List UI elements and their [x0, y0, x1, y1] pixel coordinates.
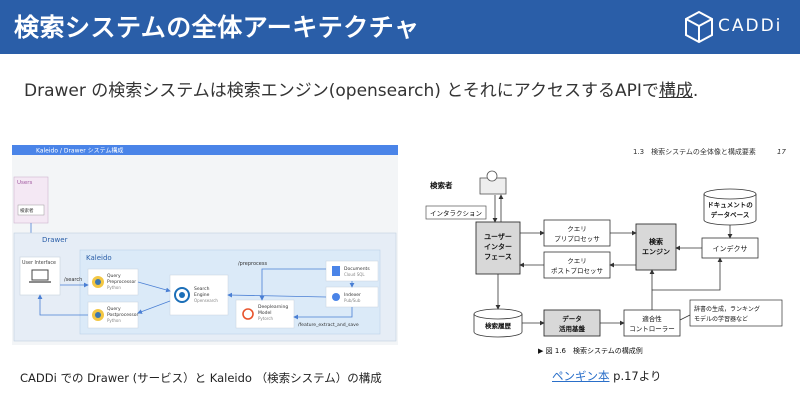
users-label: Users [17, 180, 33, 186]
svg-text:Documents: Documents [344, 266, 370, 272]
subtitle-end: . [692, 81, 699, 101]
users-box [13, 176, 49, 224]
pubsub-icon [332, 293, 340, 301]
subtitle-underlined: 構成 [658, 81, 693, 101]
user-interface-box [19, 256, 61, 296]
svg-text:Query: Query [107, 306, 121, 312]
svg-text:ユーザー: ユーザー [484, 232, 512, 241]
svg-text:ドキュメントの: ドキュメントの [707, 201, 753, 209]
indexer-label: インデクサ [713, 244, 748, 253]
svg-text:Pytorch: Pytorch [258, 316, 274, 321]
svg-text:活用基盤: 活用基盤 [559, 324, 586, 333]
source-link[interactable]: ペンギン本 [552, 369, 610, 383]
database-icon [332, 266, 340, 276]
left-banner-text: Kaleido / Drawer システム構成 [36, 147, 123, 155]
svg-text:データベース: データベース [711, 210, 750, 219]
svg-text:インター: インター [484, 242, 512, 251]
opensearch-icon [174, 287, 190, 303]
svg-text:Cloud SQL: Cloud SQL [344, 272, 365, 277]
svg-text:適合性: 適合性 [642, 314, 662, 323]
figure-caption: ▶ 図 1.6 検索システムの構成例 [538, 346, 643, 355]
svg-text:Search: Search [194, 286, 210, 292]
feature-route: /feature_extract_and_save [298, 322, 359, 328]
dict-note-box [689, 299, 783, 327]
right-diagram-svg: 1.3 検索システムの全体像と構成要素 17 検索者 インタラクション ユーザー… [425, 147, 786, 355]
history-label: 検索履歴 [485, 321, 512, 330]
subtitle-main: Drawer の検索システムは検索エンジン(opensearch) とそれにアク… [24, 81, 659, 101]
svg-text:Postprocessor: Postprocessor [107, 312, 138, 318]
book-architecture-diagram: 1.3 検索システムの全体像と構成要素 17 検索者 インタラクション ユーザー… [420, 140, 790, 365]
cube-logo-icon [685, 10, 713, 44]
svg-text:エンジン: エンジン [642, 248, 670, 256]
searcher-label: 検索者 [430, 180, 453, 190]
svg-text:Model: Model [258, 310, 272, 316]
user-tag [17, 204, 45, 216]
person-icon [486, 170, 498, 182]
svg-text:Indexer: Indexer [344, 292, 361, 298]
slide-subtitle: Drawer の検索システムは検索エンジン(opensearch) とそれにアク… [24, 76, 698, 101]
svg-text:検索: 検索 [649, 237, 663, 246]
left-diagram-svg: Kaleido / Drawer システム構成 Users 検索者 Drawer… [12, 145, 398, 342]
kaleido-label: Kaleido [86, 254, 112, 262]
svg-text:クエリ: クエリ [567, 225, 587, 233]
svg-text:モデルの学習器など: モデルの学習器など [694, 315, 748, 323]
pytorch-icon [242, 308, 254, 320]
svg-text:プリプロセッサ: プリプロセッサ [554, 235, 600, 243]
book-page-number: 17 [777, 148, 786, 156]
search-engine-box [635, 223, 677, 271]
svg-text:Python: Python [107, 318, 121, 323]
logo-text: CADDi [718, 16, 783, 36]
dl-model-box [235, 299, 295, 329]
ui-box [475, 221, 521, 275]
interaction-box [425, 205, 487, 220]
left-banner [12, 145, 398, 155]
svg-text:データ: データ [562, 314, 582, 323]
svg-text:Query: Query [107, 273, 121, 279]
svg-text:辞書の生成，ランキング: 辞書の生成，ランキング [694, 305, 760, 313]
svg-text:Pub/Sub: Pub/Sub [344, 298, 361, 303]
left-caption: CADDi での Drawer (サービス）と Kaleido （検索システム）… [20, 371, 382, 385]
search-route: /search [64, 277, 82, 283]
svg-text:フェース: フェース [484, 253, 512, 261]
caddi-logo: CADDi [684, 8, 796, 46]
laptop-icon [31, 269, 49, 281]
relevance-controller-box [623, 309, 681, 337]
query-postprocessor-box [543, 251, 611, 279]
svg-text:Python: Python [107, 285, 121, 290]
ui-label: User Interface [22, 260, 56, 266]
svg-text:Engine: Engine [194, 292, 210, 298]
title-bar: 検索システムの全体アーキテクチャ CADDi [0, 0, 800, 54]
source-rest: p.17より [609, 369, 662, 383]
svg-text:ポストプロセッサ: ポストプロセッサ [551, 267, 603, 275]
interaction-label: インタラクション [430, 209, 482, 218]
svg-text:コントローラー: コントローラー [629, 325, 675, 333]
svg-text:Opensearch: Opensearch [194, 298, 218, 303]
preprocess-route: /preprocess [238, 261, 267, 267]
svg-text:Deeplearning: Deeplearning [258, 304, 288, 310]
right-caption: ペンギン本 p.17より [552, 368, 662, 384]
user-tag-text: 検索者 [20, 207, 34, 214]
svg-text:Preprocessor: Preprocessor [107, 279, 136, 285]
svg-text:クエリ: クエリ [567, 257, 587, 265]
search-history-cylinder [473, 314, 523, 338]
drawer-label: Drawer [42, 236, 68, 244]
book-header: 1.3 検索システムの全体像と構成要素 [633, 147, 756, 156]
kaleido-architecture-diagram: Kaleido / Drawer システム構成 Users 検索者 Drawer… [12, 145, 398, 345]
page-title: 検索システムの全体アーキテクチャ [14, 13, 420, 42]
